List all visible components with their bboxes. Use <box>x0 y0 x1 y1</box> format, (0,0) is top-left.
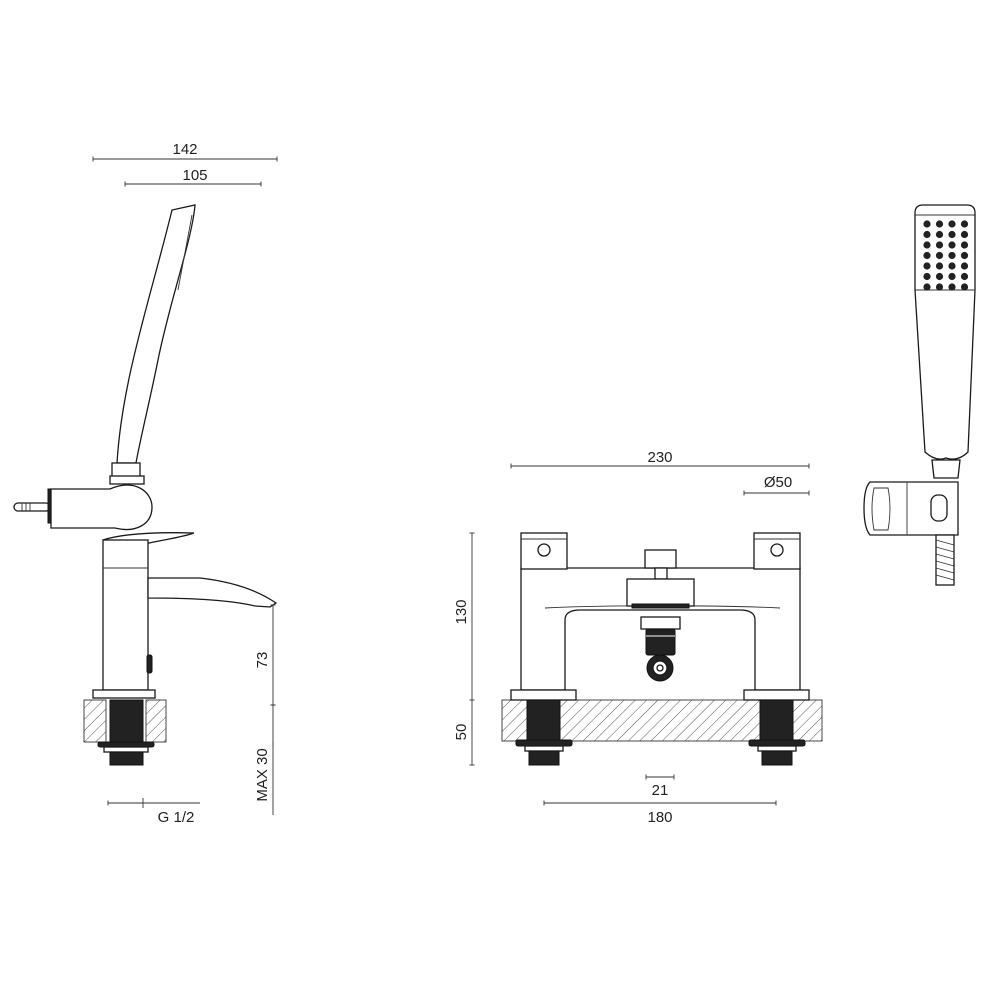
nozzle-dot <box>923 241 931 249</box>
nozzle-dot <box>923 251 931 260</box>
dimension-50: 50 <box>453 700 475 766</box>
deck-mount-front <box>501 689 823 766</box>
dimension-142: 142 <box>92 141 278 162</box>
dimension-21: 21 <box>645 774 675 799</box>
nozzle-dot <box>960 272 969 281</box>
nozzle-dot <box>948 230 956 239</box>
nozzle-dot <box>935 230 944 239</box>
dim-label: 50 <box>453 724 470 741</box>
dimension-g-half: G 1/2 <box>107 798 200 826</box>
nozzle-dot <box>935 262 944 270</box>
nozzle-dot <box>935 283 944 291</box>
nozzle-dot <box>960 262 969 270</box>
hand-shower-side <box>109 204 196 485</box>
dimension-180: 180 <box>543 800 777 826</box>
handset-view <box>863 204 976 586</box>
handle-right <box>753 532 801 570</box>
nozzle-dot <box>923 230 931 239</box>
nozzle-dot <box>948 220 956 228</box>
dim-label: G 1/2 <box>158 809 195 826</box>
dimension-diameter-50: Ø50 <box>743 474 810 496</box>
nozzle-dot <box>923 220 931 228</box>
deck-mount-side <box>83 689 167 766</box>
nozzle-dot <box>923 283 931 291</box>
dimension-105: 105 <box>124 167 262 187</box>
nozzle-dot <box>948 241 956 249</box>
mixer-bridge <box>520 567 801 691</box>
hose-outlet <box>640 616 681 682</box>
nozzle-dot <box>960 220 969 228</box>
handle-left <box>520 532 568 570</box>
nozzle-dot <box>960 251 969 260</box>
dimension-max-30: MAX 30 <box>254 704 273 815</box>
dim-label: 105 <box>182 167 207 184</box>
side-view: 142 105 <box>13 141 278 826</box>
nozzle-dot <box>935 272 944 281</box>
dim-label: 130 <box>453 599 470 624</box>
dimension-73: 73 <box>254 604 276 706</box>
spray-nozzles <box>923 220 969 291</box>
dim-label: 21 <box>652 782 669 799</box>
nozzle-dot <box>948 283 956 291</box>
dim-label: 142 <box>172 141 197 158</box>
nozzle-dot <box>948 272 956 281</box>
nozzle-dot <box>948 262 956 270</box>
handset-holder <box>863 459 961 536</box>
dimension-130: 130 <box>453 532 475 701</box>
dim-label: 230 <box>647 449 672 466</box>
diverter-body <box>13 484 153 531</box>
diverter-knob <box>626 549 695 609</box>
dim-label: Ø50 <box>764 474 792 491</box>
dimension-230: 230 <box>510 449 810 469</box>
nozzle-dot <box>960 283 969 291</box>
nozzle-dot <box>923 272 931 281</box>
shower-hose <box>935 534 955 586</box>
nozzle-dot <box>935 251 944 260</box>
nozzle-dot <box>935 241 944 249</box>
nozzle-dot <box>923 262 931 270</box>
nozzle-dot <box>948 251 956 260</box>
spout <box>147 577 278 608</box>
nozzle-dot <box>960 230 969 239</box>
mixer-body-side <box>102 539 153 691</box>
nozzle-dot <box>960 241 969 249</box>
front-view: 230 Ø50 130 50 <box>453 449 823 826</box>
handset-body <box>914 204 976 460</box>
nozzle-dot <box>935 220 944 228</box>
dim-label: 73 <box>254 652 271 669</box>
dim-label: MAX 30 <box>254 748 271 801</box>
dim-label: 180 <box>647 809 672 826</box>
